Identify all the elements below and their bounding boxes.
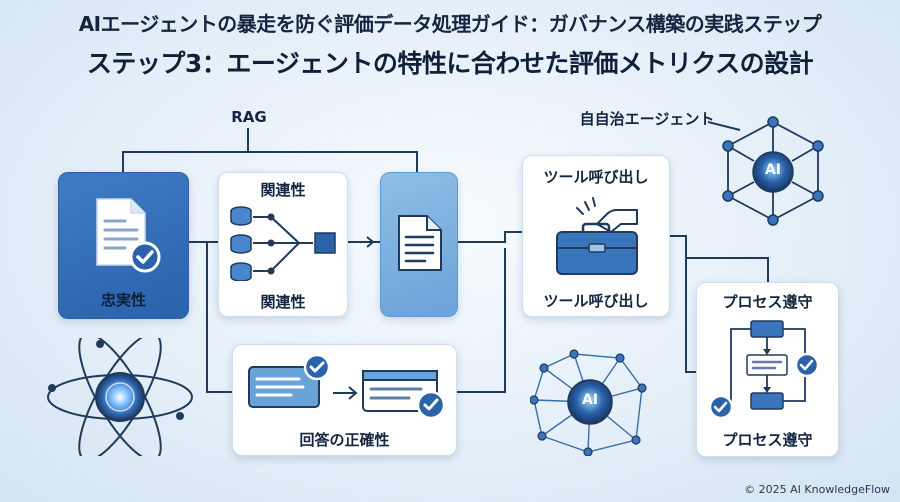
tool-call-label-bottom: ツール呼び出し [543,292,649,310]
relevance-label-bottom: 関連性 [260,293,306,311]
autonomous-agent-label: 自自治エージェント [579,110,715,128]
tool-call-label-top: ツール呼び出し [543,168,649,186]
answer-accuracy-label: 回答の正確性 [299,431,390,449]
page-title: AIエージェントの暴走を防ぐ評価データ処理ガイド：ガバナンス構築の実践ステップ [78,12,822,36]
answer-check-icon [248,353,446,420]
database-retrieval-icon [230,206,336,281]
tool-call-card: ツール呼び出し ツール呼び出し [522,155,670,317]
document-icon [398,215,442,271]
faithfulness-card: 忠実性 [58,172,189,319]
ai-badge-top: AI [764,162,782,178]
rag-label: RAG [231,108,267,126]
atom-icon [47,338,193,456]
answer-accuracy-card: 回答の正確性 [232,344,457,456]
toolbox-hand-icon [556,197,638,275]
ai-network-glow-icon [530,349,647,456]
faithfulness-label: 忠実性 [100,291,146,309]
process-compliance-card: プロセス遵守 プロセス遵守 [696,282,839,457]
arrow-right-icon [355,236,375,248]
page-subtitle: ステップ3：エージェントの特性に合わせた評価メトリクスの設計 [86,49,814,78]
document-check-icon [96,198,161,273]
process-label-bottom: プロセス遵守 [722,431,813,449]
ai-badge-bottom: AI [581,392,599,408]
relevance-card: 関連性 関連性 [218,172,348,317]
relevance-label-top: 関連性 [260,181,306,199]
flowchart-check-icon [708,320,820,420]
copyright-footer: © 2025 AI KnowledgeFlow [744,483,890,496]
process-label-top: プロセス遵守 [722,293,813,311]
output-document-card [380,172,458,317]
ai-network-icon [722,116,824,226]
